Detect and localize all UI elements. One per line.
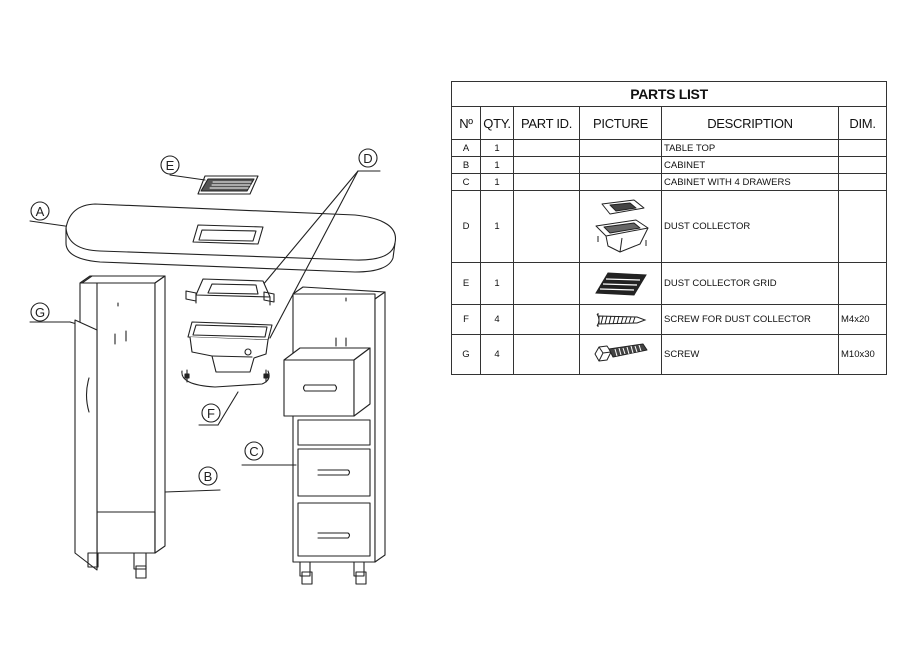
cell-no: C (451, 173, 481, 191)
parts-list-table: PARTS LIST Nº QTY. PART ID. PICTURE DESC… (450, 81, 888, 375)
table-row: C 1 CABINET WITH 4 DRAWERS (451, 173, 888, 191)
cell-description: TABLE TOP (661, 139, 839, 157)
cell-no: F (451, 304, 481, 335)
header-part-id: PART ID. (513, 106, 580, 140)
cell-part-id (513, 334, 580, 375)
table-row: D 1 DUST COLLECTOR (451, 190, 888, 263)
table-row: E 1 DUST COLLECTOR GRID (451, 262, 888, 305)
cell-description: SCREW FOR DUST COLLECTOR (661, 304, 839, 335)
cell-qty: 4 (480, 334, 514, 375)
dust-collector-body-drawing (187, 321, 273, 373)
header-picture: PICTURE (579, 106, 662, 140)
parts-list-title: PARTS LIST (450, 81, 888, 107)
cell-part-id (513, 156, 580, 174)
cell-no: D (451, 190, 481, 263)
dust-collector-top-drawing (185, 278, 275, 306)
cell-part-id (513, 139, 580, 157)
cell-part-id (513, 190, 580, 263)
cell-no: G (451, 334, 481, 375)
part-e-callout (160, 155, 206, 181)
cabinet-b-drawing (74, 275, 166, 579)
header-dim: DIM. (837, 106, 888, 140)
cell-dim (837, 190, 888, 263)
label-b: B (204, 469, 213, 484)
part-b-callout (164, 466, 221, 493)
table-row: F 4 SCREW FOR DUST COLLECTOR M4x20 (451, 304, 888, 335)
header-description: DESCRIPTION (661, 106, 839, 140)
table-row: A 1 TABLE TOP (451, 139, 888, 157)
table-top-drawing (65, 203, 397, 273)
cell-picture (579, 262, 662, 305)
cell-picture (579, 139, 662, 157)
cell-qty: 1 (480, 190, 514, 263)
table-row: B 1 CABINET (451, 156, 888, 174)
cell-part-id (513, 262, 580, 305)
cell-dim (837, 156, 888, 174)
cell-picture (579, 304, 662, 335)
header-no: Nº (451, 106, 481, 140)
cell-description: DUST COLLECTOR (661, 190, 839, 263)
cell-no: E (451, 262, 481, 305)
cell-qty: 1 (480, 156, 514, 174)
cell-qty: 1 (480, 262, 514, 305)
cell-description: CABINET (661, 156, 839, 174)
cell-part-id (513, 173, 580, 191)
cell-description: CABINET WITH 4 DRAWERS (661, 173, 839, 191)
label-e: E (166, 158, 175, 173)
cell-dim: M10x30 (837, 334, 888, 375)
dust-collector-grid-drawing (197, 175, 259, 195)
table-row: G 4 SCREW M10x30 (451, 334, 888, 375)
part-d-callout (261, 148, 381, 339)
label-f: F (207, 406, 215, 421)
cell-no: B (451, 156, 481, 174)
exploded-assembly-diagram: E A D G F C B (29, 148, 397, 585)
cell-dim (837, 139, 888, 157)
cell-dim (837, 173, 888, 191)
cell-part-id (513, 304, 580, 335)
cell-picture (579, 173, 662, 191)
cell-description: DUST COLLECTOR GRID (661, 262, 839, 305)
cell-qty: 1 (480, 173, 514, 191)
cell-picture (579, 156, 662, 174)
part-f-callout (181, 369, 270, 426)
wood-screw-icon (596, 313, 646, 326)
cell-qty: 1 (480, 139, 514, 157)
bolt-icon (594, 343, 647, 361)
cell-dim (837, 262, 888, 305)
part-c-callout (241, 441, 297, 466)
cabinet-c-drawing (283, 286, 386, 585)
grid-icon (594, 271, 647, 296)
cell-description: SCREW (661, 334, 839, 375)
cell-no: A (451, 139, 481, 157)
label-g: G (35, 305, 45, 320)
cell-picture (579, 190, 662, 263)
cell-picture (579, 334, 662, 375)
label-a: A (36, 204, 45, 219)
header-qty: QTY. (480, 106, 514, 140)
cell-qty: 4 (480, 304, 514, 335)
label-d: D (363, 151, 372, 166)
cell-dim: M4x20 (837, 304, 888, 335)
label-c: C (249, 444, 258, 459)
dust-collector-icon (595, 199, 648, 252)
